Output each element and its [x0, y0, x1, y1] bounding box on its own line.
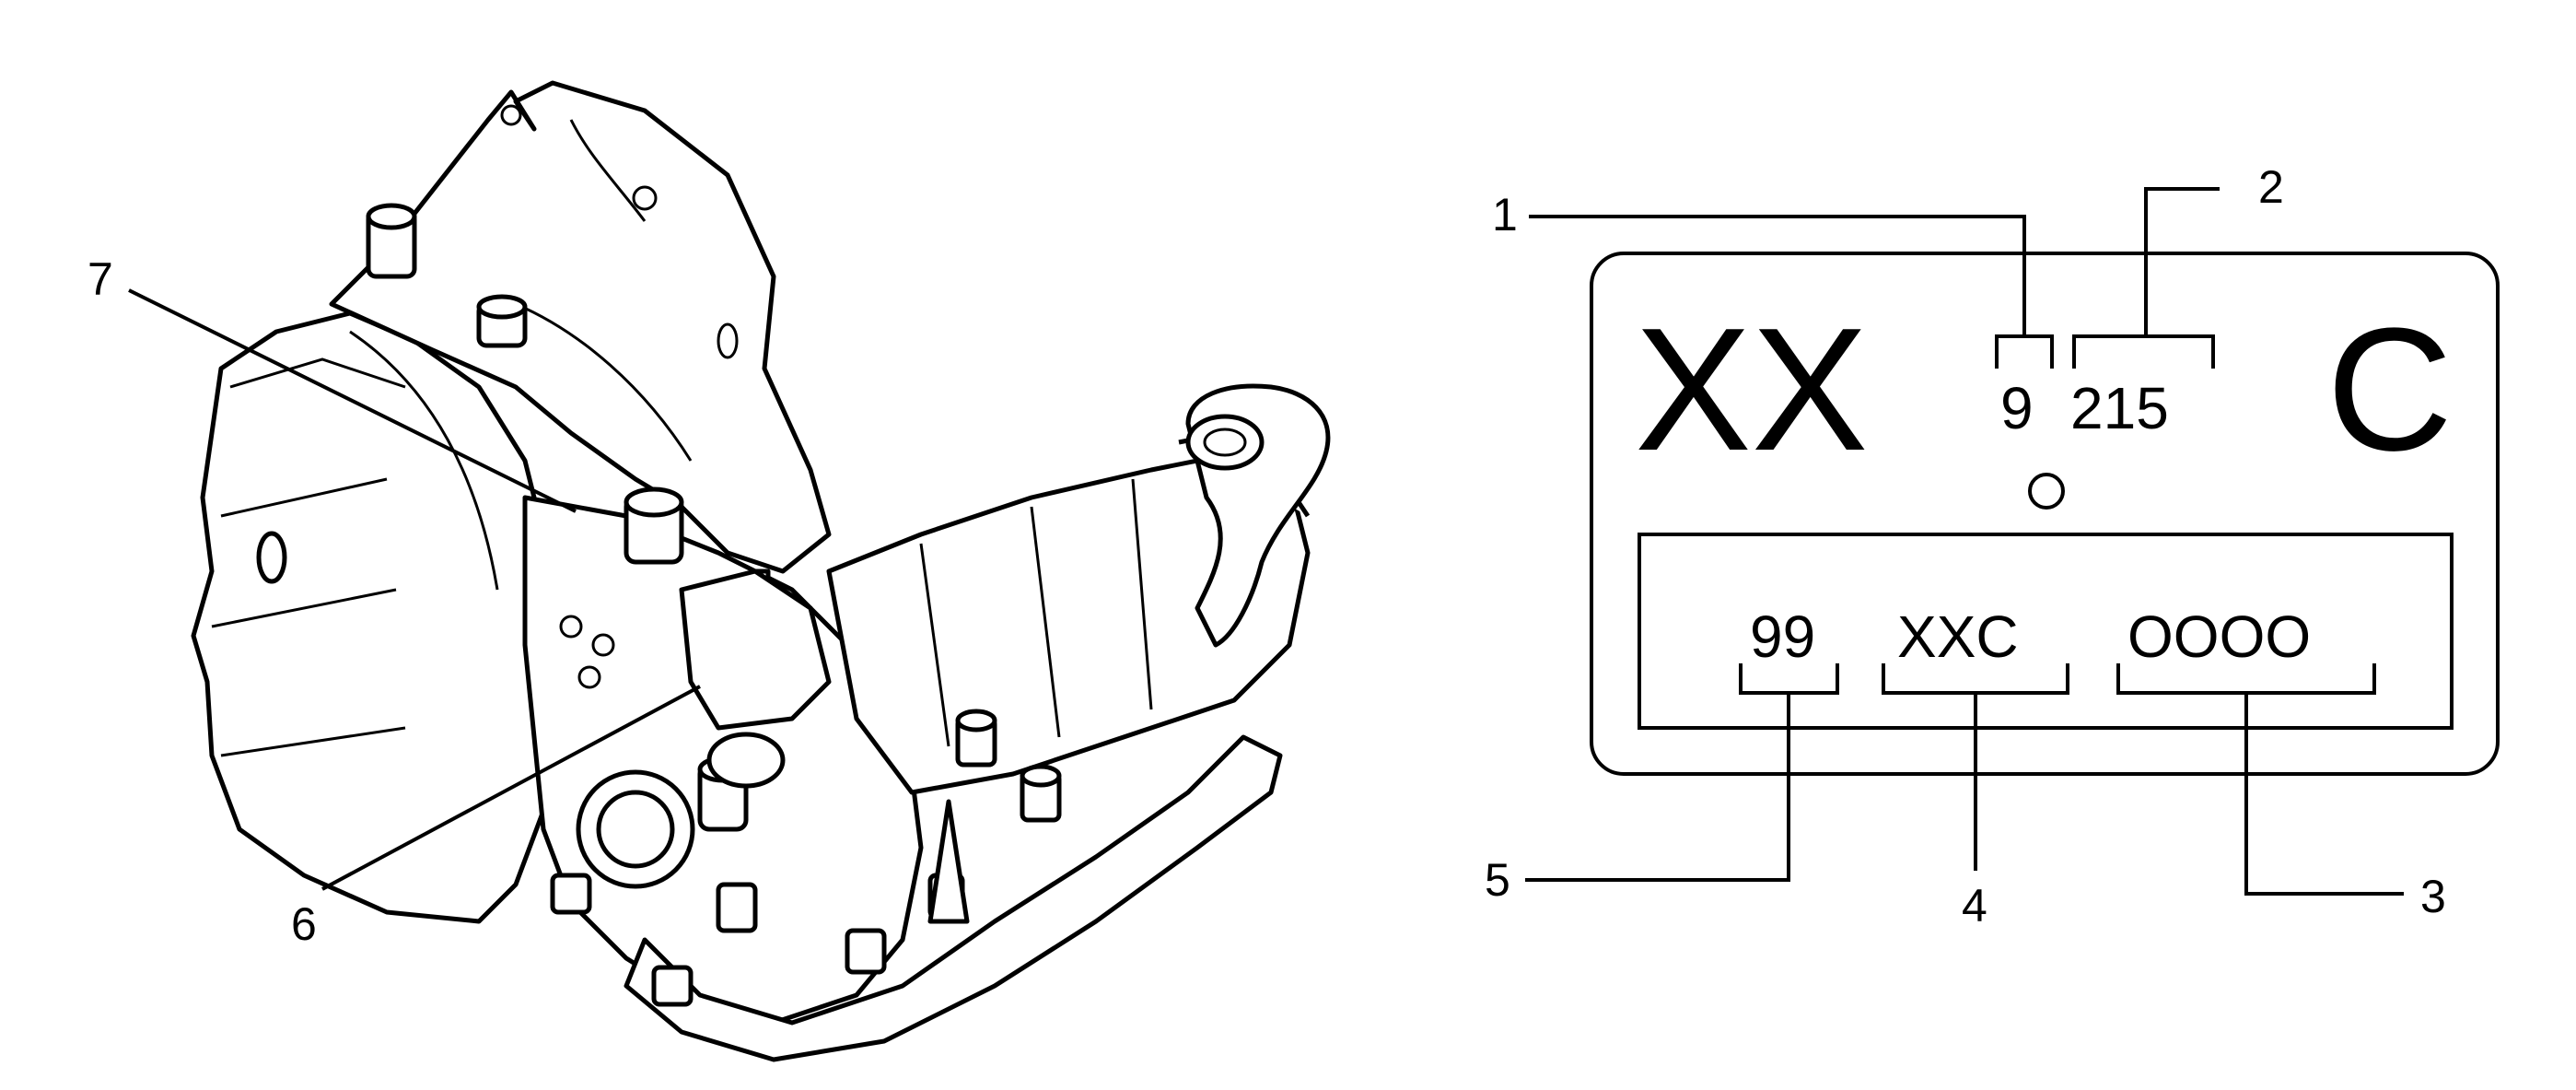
day-code: 215 [2070, 375, 2169, 441]
plate-inner-box [1638, 533, 2454, 730]
plate-hole [2028, 473, 2065, 510]
lower-middle-code: XXC [1897, 604, 2019, 670]
model-year-digit: 9 [2000, 375, 2034, 441]
callout-6: 6 [291, 898, 317, 950]
transmission-illustration [191, 80, 1331, 1062]
illustration-callouts: 7 6 [87, 253, 701, 950]
oil-pan [624, 734, 1283, 1062]
bracket-2 [2072, 334, 2215, 369]
top-right-code: C [2326, 292, 2453, 487]
id-plate: XX C 9 215 99 XXC OOOO 1 2 5 4 3 [1485, 161, 2500, 932]
lower-right-code: OOOO [2127, 604, 2311, 670]
callout-1: 1 [1492, 189, 1518, 240]
plate-outline [1590, 252, 2500, 776]
top-left-code: XX [1635, 292, 1868, 487]
callout-4: 4 [1962, 880, 1987, 932]
leader-2 [2144, 187, 2220, 336]
callout-2: 2 [2258, 161, 2284, 213]
leader-5 [1525, 693, 1790, 882]
bracket-1 [1995, 334, 2054, 369]
bell-housing [191, 311, 560, 924]
leader-1 [1529, 215, 2026, 336]
callout-3: 3 [2420, 871, 2446, 922]
callout-7: 7 [87, 253, 113, 305]
top-flange [329, 80, 832, 574]
tail-housing [826, 449, 1311, 795]
leader-3 [2244, 693, 2404, 896]
lower-left-code: 99 [1750, 604, 1815, 670]
callout-5: 5 [1485, 854, 1510, 906]
